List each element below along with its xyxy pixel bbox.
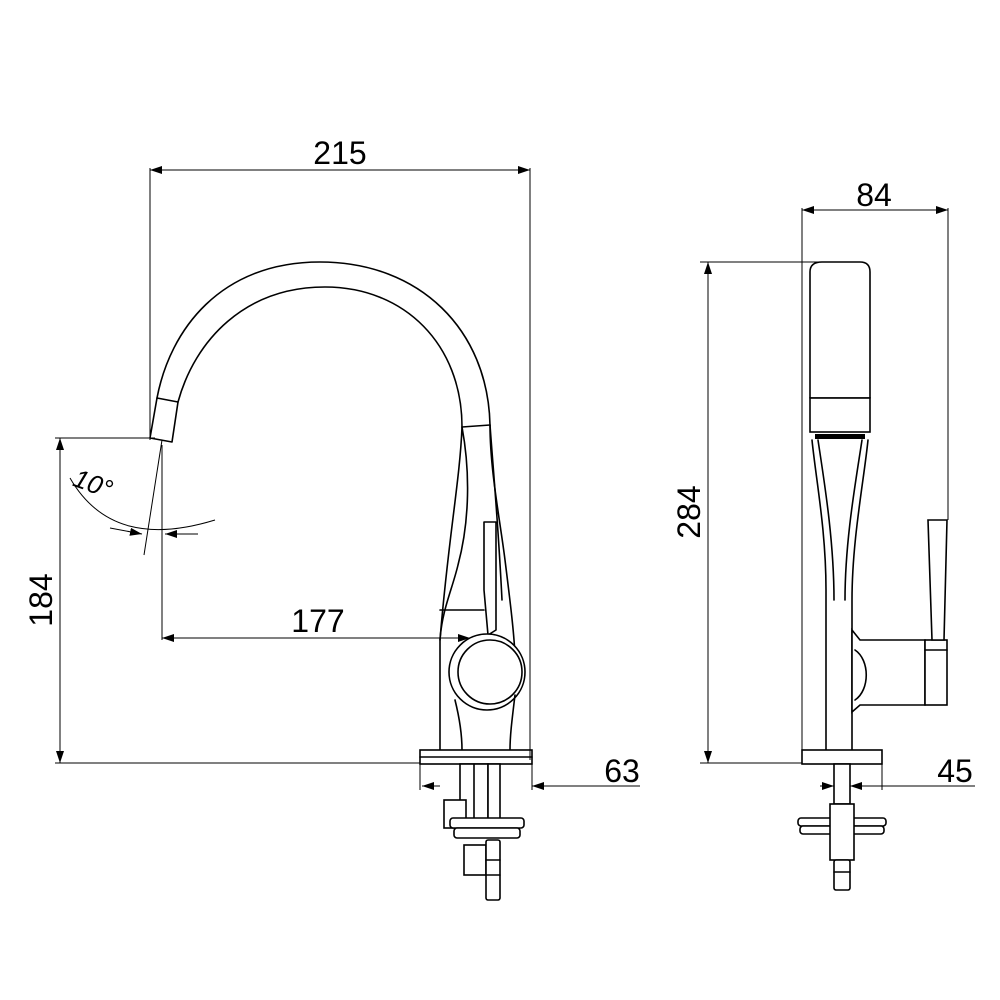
dimension-84: 84 <box>801 177 949 760</box>
dimension-215: 215 <box>149 135 531 760</box>
side-handle-lever <box>927 519 948 641</box>
handle-hub-inner <box>457 639 523 705</box>
handle-lever <box>483 521 497 636</box>
dimension-177: 177 <box>161 445 470 642</box>
front-view: 215 184 177 10° 63 <box>23 135 640 901</box>
side-handle-connector <box>851 627 926 714</box>
dimension-184-label: 184 <box>23 573 59 626</box>
angle-10-label: 10° <box>69 463 116 505</box>
lower-body <box>454 694 516 751</box>
spout-joint-line <box>461 424 491 428</box>
angle-10: 10° <box>69 439 216 556</box>
dimension-177-label: 177 <box>291 603 344 639</box>
side-body <box>811 439 869 751</box>
side-spout-ring <box>809 397 871 433</box>
dimension-184: 184 <box>23 437 420 764</box>
dimension-63-label: 63 <box>604 753 640 789</box>
dimension-84-label: 84 <box>856 177 892 213</box>
dimension-284: 284 <box>671 261 822 764</box>
side-mounting-hardware <box>797 763 887 891</box>
side-spout-head <box>809 261 871 399</box>
faucet-body <box>439 426 469 751</box>
dimension-63: 63 <box>419 753 640 790</box>
dimension-45: 45 <box>820 753 975 790</box>
spout-outer-curve <box>156 261 503 601</box>
dimension-284-label: 284 <box>671 485 707 538</box>
spout-tip <box>149 397 179 443</box>
spout-inner-curve <box>177 286 463 641</box>
side-view: 84 284 45 <box>671 177 975 891</box>
mounting-hardware <box>443 763 525 901</box>
dimension-45-label: 45 <box>937 753 973 789</box>
dimension-215-label: 215 <box>313 135 366 171</box>
side-base-plate <box>801 749 883 765</box>
faucet-body-right <box>489 424 516 661</box>
side-body-inner <box>817 439 863 601</box>
side-spout-band <box>815 434 865 439</box>
